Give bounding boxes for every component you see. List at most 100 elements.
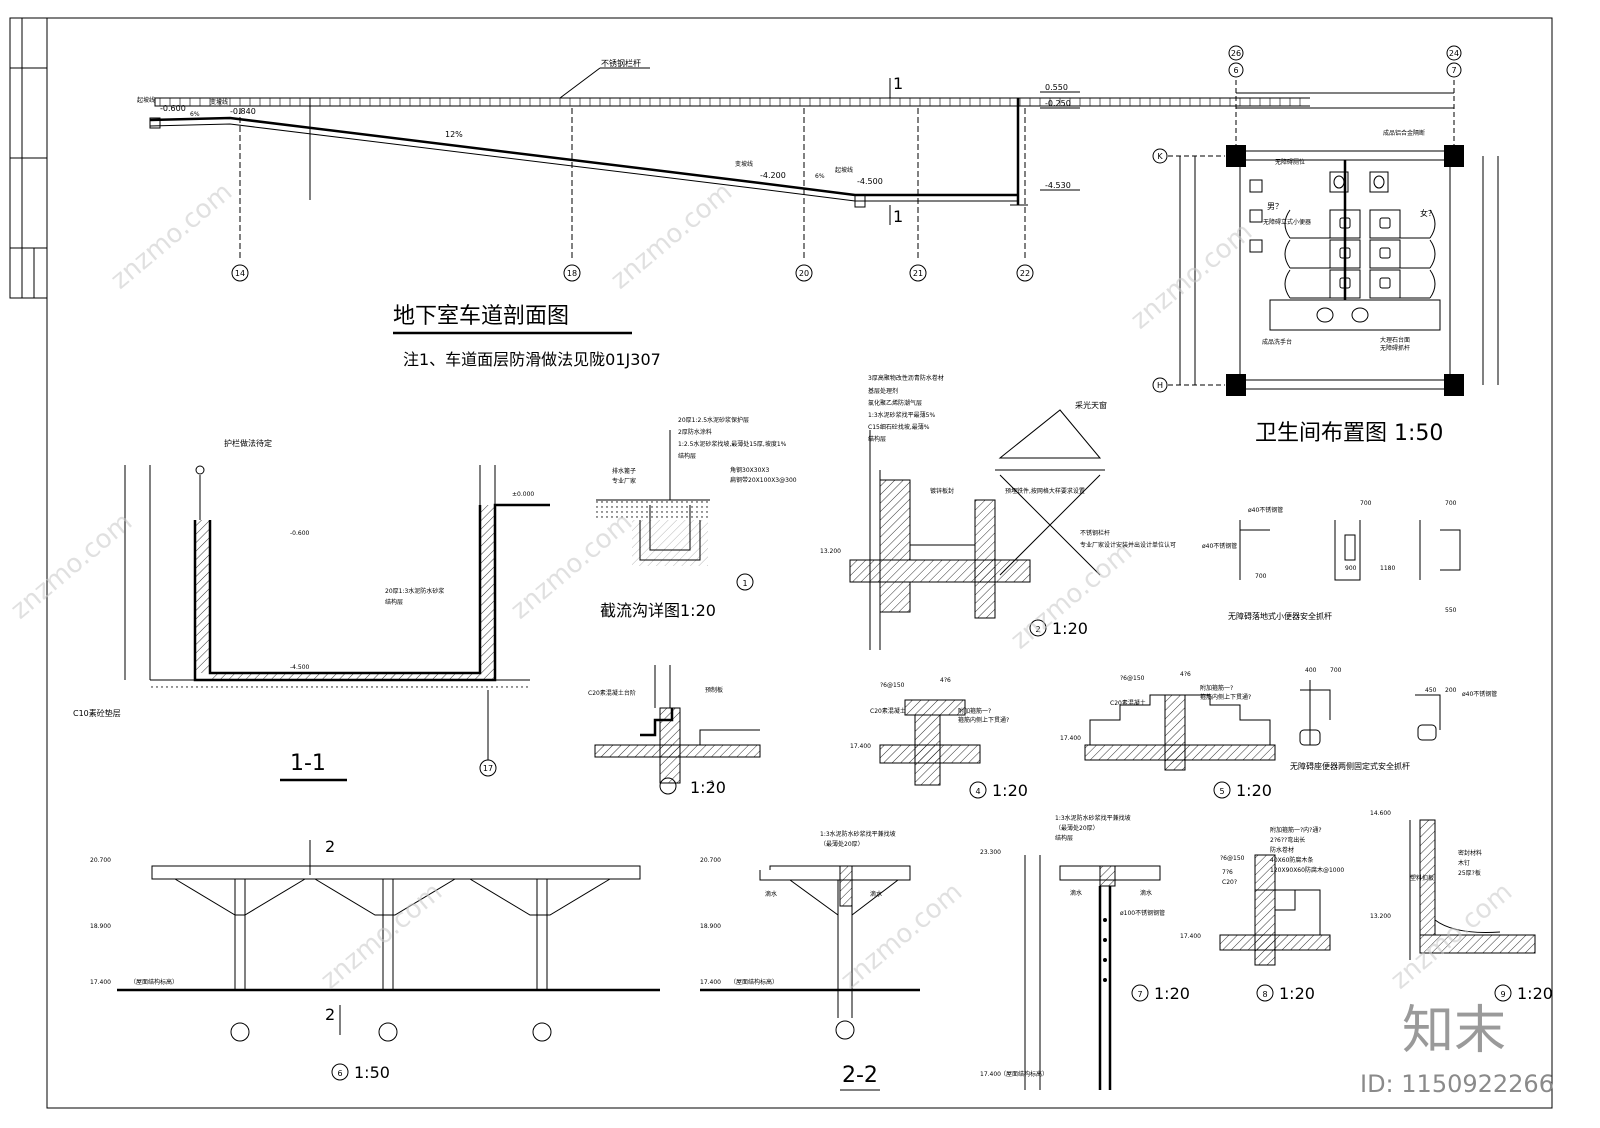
axis-20: 20 bbox=[799, 269, 809, 278]
d4-num: 4 bbox=[975, 787, 980, 796]
axis-22: 22 bbox=[1020, 269, 1030, 278]
axis-18: 18 bbox=[567, 269, 577, 278]
elev-m4200: -4.200 bbox=[760, 171, 786, 180]
d7-note2: （最薄处20厚） bbox=[1055, 824, 1099, 832]
waterproof-mortar: 20厚1:3水泥防水砂浆 bbox=[385, 587, 444, 595]
c10-cushion: C10素砼垫层 bbox=[73, 708, 121, 718]
d5-dia: ?6@150 bbox=[1120, 675, 1145, 682]
watermark-3: znzmo.com bbox=[1125, 217, 1258, 335]
urinal-pipe-2: ø40不锈钢管 bbox=[1202, 542, 1237, 550]
detail-7: 1:3水泥防水砂浆找平兼找坡 （最薄处20厚） 结构层 ø100不锈钢钢管 滴水… bbox=[980, 814, 1190, 1090]
trench-angle: 角钢30X30X3 bbox=[730, 466, 769, 474]
d5-elev: 17.400 bbox=[1060, 735, 1081, 742]
g2-dim-200: 200 bbox=[1445, 687, 1457, 694]
brand-logo: 知末 bbox=[1402, 1001, 1506, 1061]
d4-dia: ?6@150 bbox=[880, 682, 905, 689]
slope-6a: 6% bbox=[190, 111, 200, 118]
d6-num: 6 bbox=[337, 1069, 342, 1078]
d7-pipe: ø100不锈钢钢管 bbox=[1120, 909, 1165, 917]
g1-dim-1180: 1180 bbox=[1380, 565, 1395, 572]
axis-H: H bbox=[1157, 381, 1163, 390]
d2-note-1: 3厚高聚物改性沥青防水卷材 bbox=[868, 374, 944, 382]
axis-6: 6 bbox=[1233, 66, 1238, 75]
d6-elev-2: 18.900 bbox=[90, 923, 111, 930]
detail-6: 2 2 20.700 18.900 17.400 （屋面结构标高） 6 1:50 bbox=[90, 837, 660, 1082]
d6-roof: （屋面结构标高） bbox=[130, 978, 178, 986]
detail-3: C20素混凝土台阶 预制板 1:20 3 bbox=[588, 665, 761, 797]
watermark-2: znzmo.com bbox=[605, 177, 738, 295]
d7-drip-2: 滴水 bbox=[1140, 889, 1152, 897]
trench-note-4: 结构层 bbox=[678, 452, 696, 460]
trench-num: 1 bbox=[742, 579, 747, 588]
g1-dim-700a: 700 bbox=[1360, 500, 1372, 507]
trench-grate: 排水篦子 bbox=[612, 467, 636, 475]
d6-elev-1: 20.700 bbox=[90, 857, 111, 864]
ramp-change-label-2: 变坡线 bbox=[735, 160, 753, 168]
trench-title: 截流沟详图1:20 bbox=[600, 601, 716, 620]
d2-num: 2 bbox=[1035, 625, 1040, 634]
d2-label-4: 专业厂家设计安装并出设计单位认可 bbox=[1080, 541, 1176, 549]
seat-grab-detail: 400 700 450 200 ø40不锈钢管 无障碍座便器两侧固定式安全抓杆 bbox=[1290, 667, 1497, 771]
d7-roof: （屋面结构标高） bbox=[1000, 1070, 1048, 1078]
s22-elev-1: 20.700 bbox=[700, 857, 721, 864]
d3-c20: C20素混凝土台阶 bbox=[588, 689, 636, 697]
elev-0550: 0.550 bbox=[1045, 83, 1068, 92]
d8-label-1: 附加箍筋一?内?通? bbox=[1270, 826, 1322, 834]
image-id: ID: 1150922266 bbox=[1360, 1070, 1554, 1098]
ramp-section-title: 地下室车道剖面图 bbox=[393, 304, 569, 329]
s22-roof: （屋面结构标高） bbox=[730, 978, 778, 986]
axis-K: K bbox=[1157, 152, 1163, 161]
structure-layer: 结构层 bbox=[385, 598, 403, 606]
d7-num: 7 bbox=[1137, 990, 1142, 999]
d5-through: 箍筋内侧上下贯通? bbox=[1200, 693, 1251, 701]
axis-21: 21 bbox=[913, 269, 923, 278]
d7-elev-1: 23.300 bbox=[980, 849, 1001, 856]
watermark-8: znzmo.com bbox=[835, 877, 968, 995]
axis-26: 26 bbox=[1231, 49, 1241, 58]
trench-note-2: 2厚防水涂料 bbox=[678, 428, 712, 436]
d2-elev: 13.200 bbox=[820, 548, 841, 555]
d9-label-3: 木钉 bbox=[1458, 859, 1470, 867]
d2-note-3: 氯化聚乙烯防潮气层 bbox=[868, 399, 922, 407]
watermark-4: znzmo.com bbox=[5, 507, 138, 625]
section-11-title: 1-1 bbox=[290, 751, 326, 776]
urinal-grab-title: 无障碍落地式小便器安全抓杆 bbox=[1228, 611, 1332, 621]
g2-pipe: ø40不锈钢管 bbox=[1462, 690, 1497, 698]
g2-dim-700: 700 bbox=[1330, 667, 1342, 674]
d6-cut-top: 2 bbox=[325, 837, 335, 856]
grab-label: 无障碍抓杆 bbox=[1380, 344, 1410, 352]
g1-dim-700b: 700 bbox=[1445, 500, 1457, 507]
d8-label-6: ?6@150 bbox=[1220, 855, 1245, 862]
axis-14: 14 bbox=[235, 269, 245, 278]
axis-24: 24 bbox=[1449, 49, 1459, 58]
s22-elev-2: 18.900 bbox=[700, 923, 721, 930]
g1-dim-550: 550 bbox=[1445, 607, 1457, 614]
d8-label-7: 7?6 bbox=[1222, 869, 1233, 876]
elev-0600-11: -0.600 bbox=[290, 530, 310, 537]
section-2-2: 1:3水泥防水砂浆找平兼找坡 （最薄处20厚） 滴水 滴水 20.700 18.… bbox=[700, 830, 920, 1091]
d5-4d6: 4?6 bbox=[1180, 671, 1191, 678]
d9-label-1: 塑料扣板 bbox=[1410, 874, 1434, 882]
d4-4d6: 4?6 bbox=[940, 677, 951, 684]
male-label: 男？ bbox=[1267, 202, 1283, 211]
axis-7: 7 bbox=[1451, 66, 1456, 75]
section-mark-top: 1 bbox=[893, 74, 903, 93]
d6-scale: 1:50 bbox=[354, 1063, 390, 1082]
d2-note-6: 结构层 bbox=[868, 435, 886, 443]
guardrail-label: 护栏做法待定 bbox=[224, 438, 272, 448]
d4-through: 箍筋内侧上下贯通? bbox=[958, 716, 1009, 724]
g2-dim-400: 400 bbox=[1305, 667, 1317, 674]
detail-5: ?6@150 4?6 C20素混凝土 附加箍筋一? 箍筋内侧上下贯通? 17.4… bbox=[1060, 671, 1276, 800]
slope-6b: 6% bbox=[815, 173, 825, 180]
d3-scale: 1:20 bbox=[690, 778, 726, 797]
d8-label-3: 防水卷材 bbox=[1270, 846, 1294, 854]
d7-scale: 1:20 bbox=[1154, 984, 1190, 1003]
detail-2: 采光天窗 3厚高聚物改性沥青防水卷材 基层处理剂 氯化聚乙烯防潮气层 1:3水泥… bbox=[820, 374, 1176, 650]
detail-4: ?6@150 4?6 C20素混凝土 附加箍筋一? 箍筋内侧上下贯通? 17.4… bbox=[850, 677, 1028, 800]
d3-num: 3 bbox=[710, 780, 714, 787]
d8-elev: 17.400 bbox=[1180, 933, 1201, 940]
d9-num: 9 bbox=[1500, 990, 1505, 999]
urinal-pipe-1: ø40不锈钢管 bbox=[1248, 506, 1283, 514]
trench-maker: 专业厂家 bbox=[612, 477, 636, 485]
d5-stirrup: 附加箍筋一? bbox=[1200, 684, 1233, 692]
